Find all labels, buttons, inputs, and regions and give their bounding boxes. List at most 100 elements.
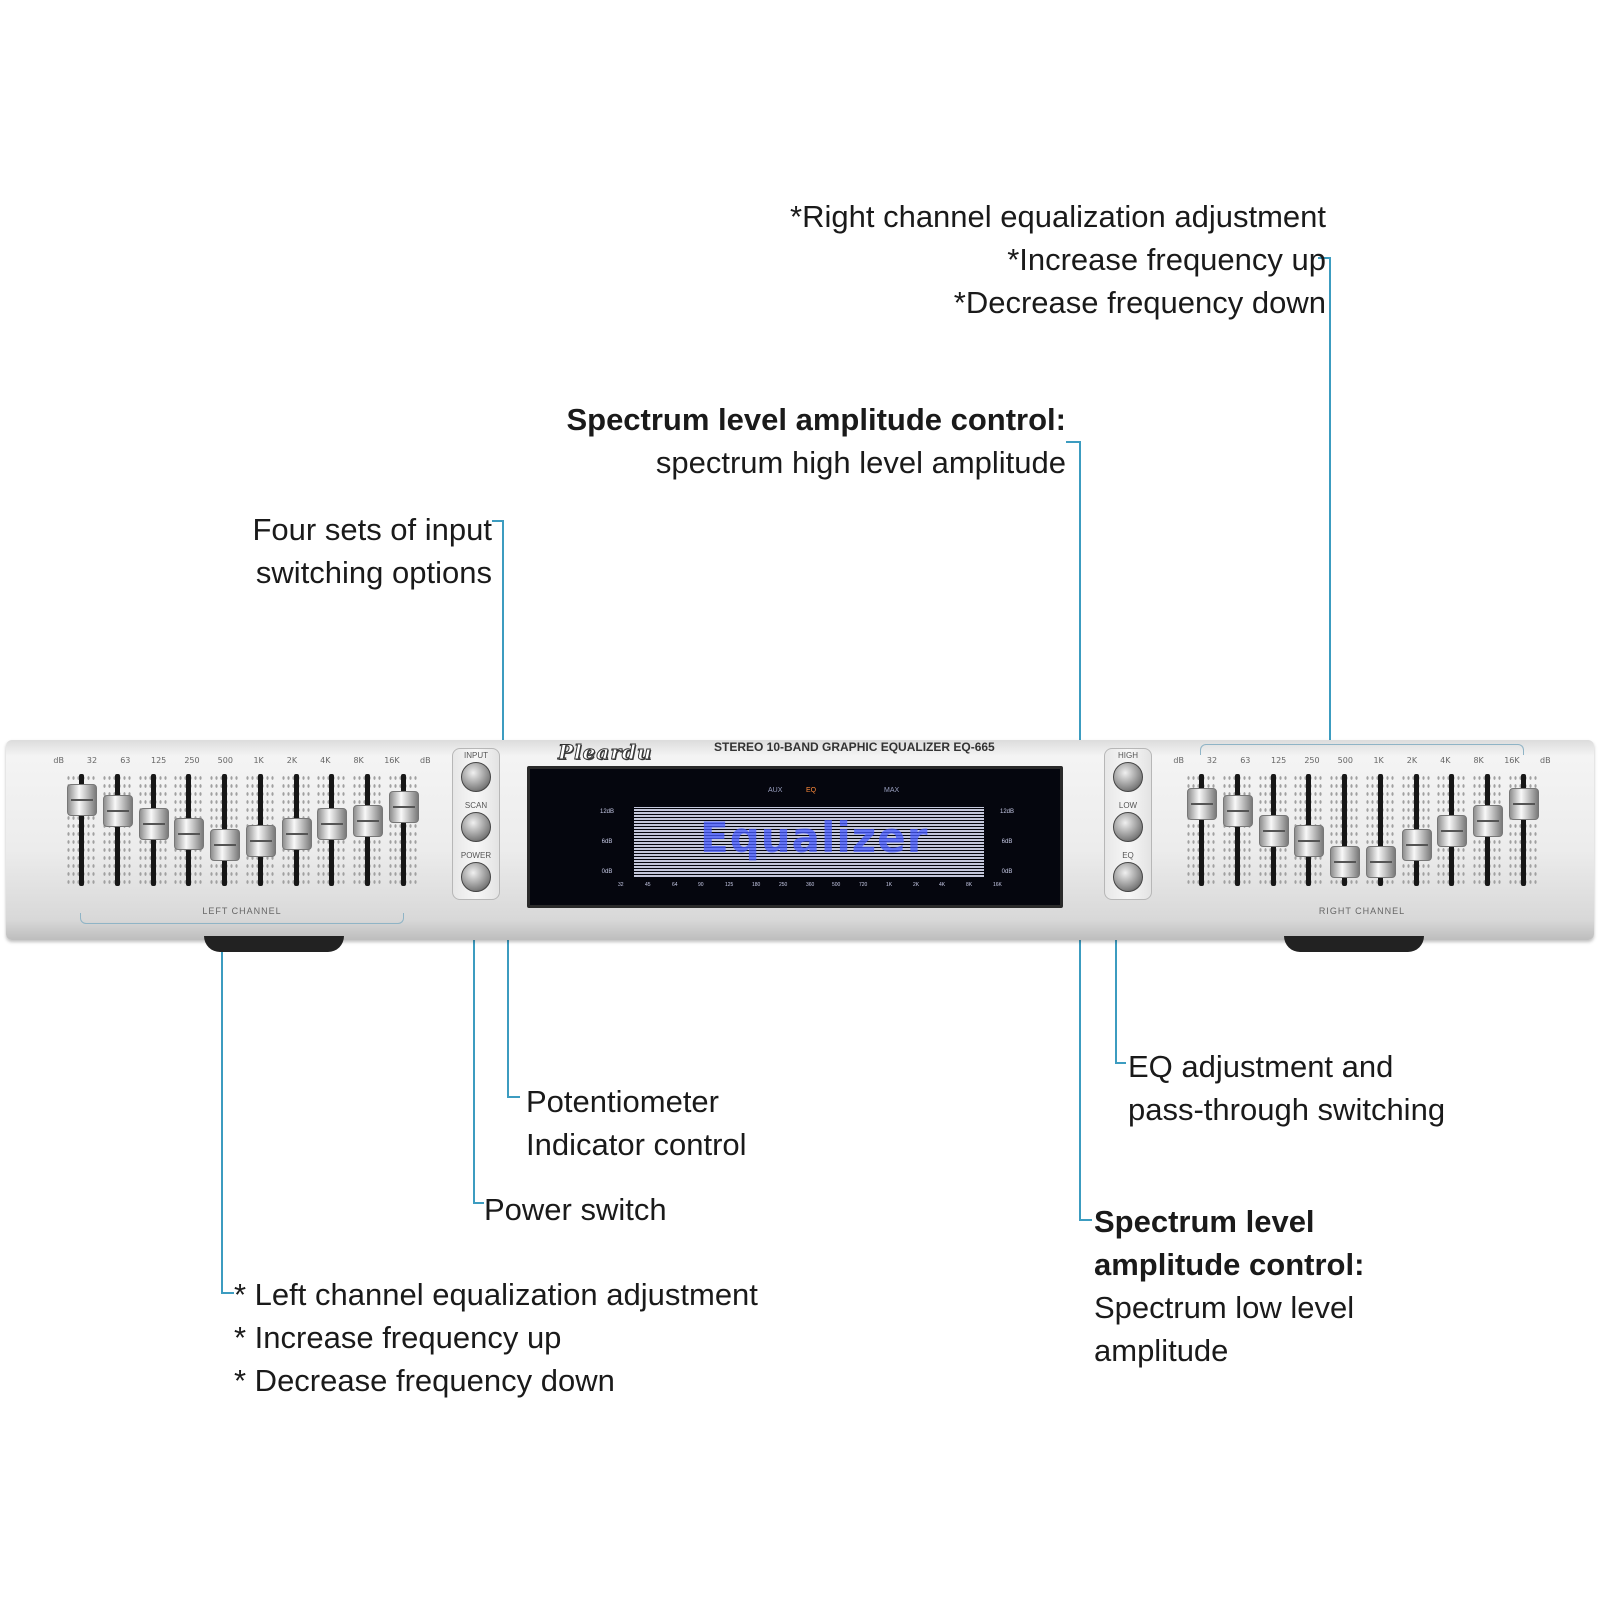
slider-knob[interactable] — [102, 795, 133, 827]
slider-knob[interactable] — [317, 808, 348, 840]
high-button[interactable] — [1113, 762, 1143, 792]
leader-power-switch — [473, 885, 484, 1204]
left-sliders — [64, 774, 420, 886]
frequency-label: 250 — [779, 882, 788, 888]
slider-knob[interactable] — [210, 829, 241, 861]
slider-knob[interactable] — [1401, 829, 1432, 861]
eq-slider-16K[interactable] — [386, 774, 420, 886]
eq-button[interactable] — [1113, 862, 1143, 892]
eq-slider-4K[interactable] — [314, 774, 348, 886]
slider-knob[interactable] — [174, 818, 205, 850]
eq-slider-2K[interactable] — [1399, 774, 1433, 886]
frequency-label: 32 — [618, 882, 624, 888]
display-mode-eq: EQ — [806, 787, 817, 794]
brand-logo: Pleardu — [557, 740, 653, 765]
model-label: STEREO 10-BAND GRAPHIC EQUALIZER EQ-665 — [714, 740, 995, 754]
slider-knob[interactable] — [245, 825, 276, 857]
slider-knob[interactable] — [1258, 815, 1289, 847]
device-foot-right — [1284, 936, 1424, 952]
eq-slider-500[interactable] — [1327, 774, 1361, 886]
eq-slider-1K[interactable] — [243, 774, 277, 886]
eq-slider-250[interactable] — [171, 774, 205, 886]
callout-input-switching: Four sets of input switching options — [252, 508, 492, 594]
callout-left-channel: * Left channel equalization adjustment *… — [234, 1273, 758, 1402]
band-label: 250 — [184, 756, 200, 765]
power-button[interactable] — [461, 862, 491, 892]
frequency-label: 16K — [993, 882, 1002, 888]
eq-slider-125[interactable] — [136, 774, 170, 886]
left-button-column: INPUT SCAN POWER — [452, 748, 500, 900]
eq-slider-32[interactable] — [64, 774, 98, 886]
callout-right-channel: *Right channel equalization adjustment *… — [790, 195, 1326, 324]
callout-spectrum-low: Spectrum level amplitude control: Spectr… — [1094, 1200, 1364, 1372]
button-label: POWER — [460, 851, 492, 860]
right-channel-bracket — [1200, 744, 1524, 755]
callout-eq-adjustment: EQ adjustment and pass-through switching — [1128, 1045, 1445, 1131]
button-label: SCAN — [464, 801, 488, 810]
eq-slider-16K[interactable] — [1506, 774, 1540, 886]
slider-knob[interactable] — [1365, 846, 1396, 878]
db-label: dB — [1539, 756, 1551, 765]
frequency-label: 2K — [913, 882, 920, 888]
eq-slider-63[interactable] — [1220, 774, 1254, 886]
scale-label: 0dB — [1001, 869, 1013, 875]
band-label: 125 — [1271, 756, 1287, 765]
callout-line: * Decrease frequency down — [234, 1363, 615, 1398]
low-button[interactable] — [1113, 812, 1143, 842]
frequency-label: 500 — [832, 882, 841, 888]
right-sliders — [1184, 774, 1540, 886]
slider-knob[interactable] — [1330, 846, 1361, 878]
band-label: 1K — [1373, 756, 1384, 765]
callout-line: Indicator control — [526, 1127, 747, 1162]
band-label: 63 — [120, 756, 131, 765]
slider-knob[interactable] — [138, 808, 169, 840]
slider-knob[interactable] — [1473, 805, 1504, 837]
slider-knob[interactable] — [1222, 795, 1253, 827]
slider-knob[interactable] — [1187, 788, 1217, 820]
callout-line: * Left channel equalization adjustment — [234, 1277, 758, 1312]
slider-knob[interactable] — [353, 805, 384, 837]
eq-slider-63[interactable] — [100, 774, 134, 886]
callout-line: amplitude — [1094, 1333, 1229, 1368]
button-label: HIGH — [1118, 751, 1138, 760]
band-label: 63 — [1240, 756, 1251, 765]
band-label: 16K — [1504, 756, 1520, 765]
band-label: 4K — [320, 756, 331, 765]
button-label: INPUT — [464, 751, 488, 760]
eq-slider-32[interactable] — [1184, 774, 1218, 886]
eq-slider-8K[interactable] — [350, 774, 384, 886]
callout-power-switch: Power switch — [484, 1188, 667, 1231]
scale-label: 12dB — [999, 809, 1014, 815]
eq-slider-500[interactable] — [207, 774, 241, 886]
callout-line: Power switch — [484, 1192, 667, 1227]
band-label: 250 — [1304, 756, 1320, 765]
leader-eq-adjustment — [1115, 882, 1126, 1064]
eq-slider-250[interactable] — [1291, 774, 1325, 886]
slider-knob[interactable] — [67, 784, 97, 816]
display-mode-aux: AUX — [768, 787, 783, 794]
slider-knob[interactable] — [388, 791, 419, 823]
device-foot-left — [204, 936, 344, 952]
slider-knob[interactable] — [1437, 815, 1468, 847]
leader-spectrum-high — [1066, 441, 1081, 792]
band-label: 4K — [1440, 756, 1451, 765]
slider-knob[interactable] — [281, 818, 312, 850]
db-label: dB — [53, 756, 64, 765]
eq-slider-1K[interactable] — [1363, 774, 1397, 886]
eq-slider-4K[interactable] — [1434, 774, 1468, 886]
eq-slider-2K[interactable] — [279, 774, 313, 886]
band-label: 8K — [1473, 756, 1484, 765]
callout-spectrum-high: Spectrum level amplitude control: spectr… — [566, 398, 1066, 484]
eq-slider-125[interactable] — [1256, 774, 1290, 886]
slider-knob[interactable] — [1508, 788, 1539, 820]
button-label: LOW — [1118, 801, 1138, 810]
scan-button[interactable] — [461, 812, 491, 842]
frequency-label: 360 — [806, 882, 815, 888]
eq-slider-8K[interactable] — [1470, 774, 1504, 886]
input-button[interactable] — [461, 762, 491, 792]
slider-knob[interactable] — [1294, 825, 1325, 857]
button-label: EQ — [1122, 851, 1134, 860]
frequency-label: 1K — [886, 882, 893, 888]
